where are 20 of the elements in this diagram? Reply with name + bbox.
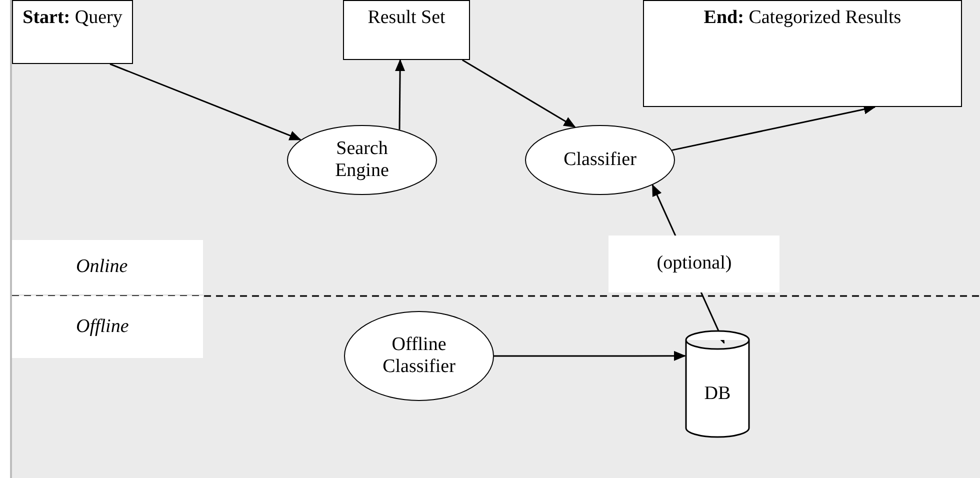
arrow [462, 59, 576, 128]
section-label: Online [76, 256, 128, 278]
arrow [672, 104, 876, 151]
process-box [12, 0, 133, 64]
database-cylinder [685, 330, 750, 438]
arrow [652, 184, 725, 344]
node-label: Offline Classifier [382, 334, 456, 378]
node-label: Result Set [368, 7, 446, 29]
process-box [643, 0, 962, 107]
node-label: Start: Query [22, 7, 122, 29]
node-label: DB [704, 383, 731, 405]
node-label: End: Categorized Results [704, 7, 902, 29]
arrow [110, 63, 302, 140]
node-label: Search Engine [334, 138, 390, 182]
arrow [494, 350, 686, 361]
process-box [343, 0, 470, 60]
node-label: Classifier [564, 149, 636, 171]
section-label: Offline [76, 316, 129, 338]
edge-label: (optional) [608, 235, 780, 292]
arrow [395, 59, 406, 130]
